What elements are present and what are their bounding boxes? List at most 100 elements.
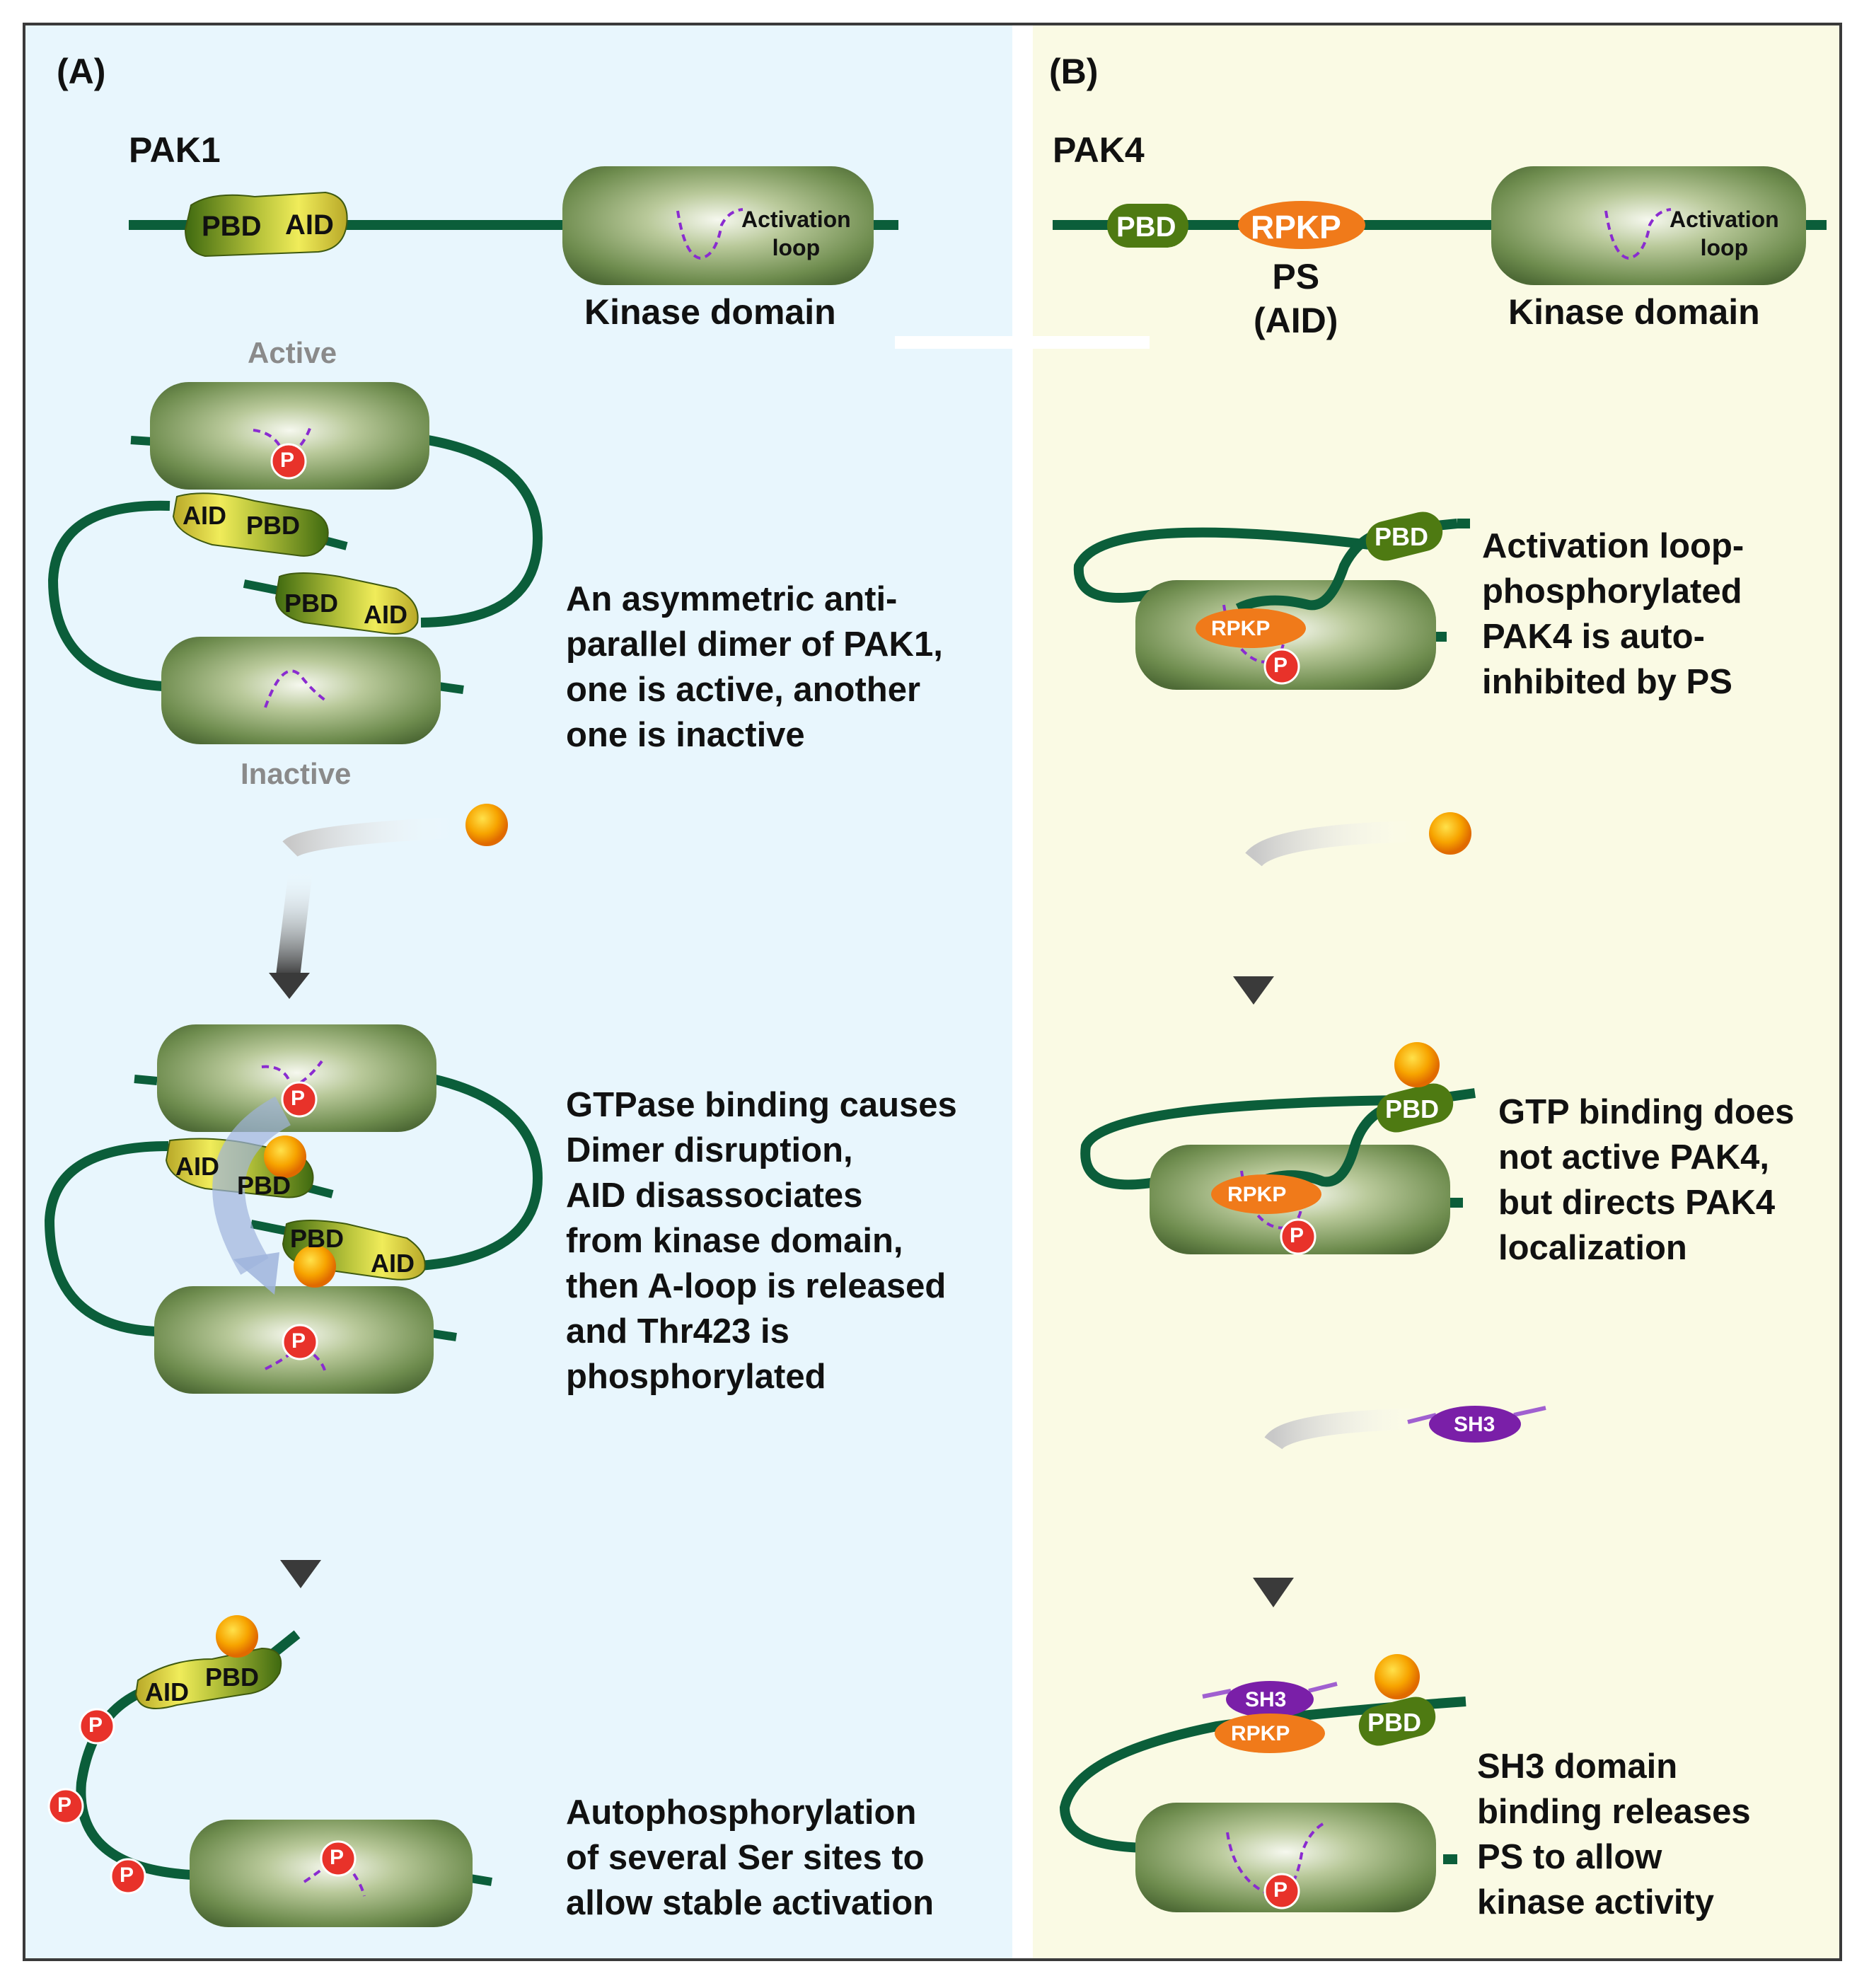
phospho-circle xyxy=(281,1081,318,1118)
released-rpkp-label: RPKP xyxy=(1231,1722,1290,1745)
pak1-kinase-domain-label: Kinase domain xyxy=(584,292,836,332)
phospho-label: P xyxy=(1290,1224,1304,1247)
pak4-title: PAK4 xyxy=(1053,130,1145,170)
dimer-aid-pbd-top xyxy=(172,492,329,557)
phospho-circle xyxy=(320,1840,357,1877)
pak4-autoinhib-rpkp xyxy=(1196,608,1306,648)
pak4-activation-loop-label: Activation loop xyxy=(1670,207,1779,260)
step3-description-a: Autophosphorylation of several Ser sites… xyxy=(566,1793,934,1922)
phospho-circle xyxy=(270,443,307,480)
pak1-pbd-aid-domain xyxy=(184,191,348,258)
panel-b-label: (B) xyxy=(1049,52,1099,91)
release-curved-arrow xyxy=(212,1096,291,1275)
phospho-label: P xyxy=(1273,1878,1288,1902)
pak4-rpkp-domain xyxy=(1238,201,1365,249)
pak4-released-rpkp xyxy=(1215,1714,1325,1753)
sh3-tails xyxy=(1407,1406,1546,1424)
phospho-label: P xyxy=(88,1714,103,1737)
gtp-dimer-chain-left xyxy=(44,1141,169,1336)
active-label: Active xyxy=(248,336,337,369)
pak1-activation-loop-label: Activation loop xyxy=(741,207,851,260)
gtp-aid-label-2: AID xyxy=(371,1249,415,1278)
sh3-free xyxy=(1429,1406,1521,1443)
phospho-circle xyxy=(1263,648,1300,685)
pak4-pbd-domain xyxy=(1107,204,1188,248)
phospho-circle xyxy=(1263,1873,1300,1909)
panel-b-background xyxy=(1033,25,1839,1958)
inactive-label: Inactive xyxy=(241,757,352,790)
gtpase-ball xyxy=(294,1245,336,1288)
gtp-aid-label: AID xyxy=(175,1152,219,1181)
panel-a-background xyxy=(25,25,1012,1958)
arrow-head xyxy=(269,973,310,999)
phospho-circle xyxy=(79,1708,115,1745)
dimer-aid-label: AID xyxy=(183,501,226,530)
gtpase-ball xyxy=(1375,1654,1420,1699)
step1-description-a: An asymmetric anti- parallel dimer of PA… xyxy=(566,580,943,754)
pak4-kinase-domain-label: Kinase domain xyxy=(1508,292,1760,332)
gtp-pbd-label-b: PBD xyxy=(1385,1094,1440,1123)
phospho-circle xyxy=(282,1324,318,1360)
gtp-dimer-chain-right xyxy=(410,1074,543,1271)
dimer-pbd-label: PBD xyxy=(246,511,301,540)
active-kinase-domain xyxy=(150,382,429,490)
active-chain-nterm xyxy=(269,1630,301,1658)
pak1-activation-loop xyxy=(676,208,743,260)
released-pbd-label: PBD xyxy=(1367,1708,1422,1737)
pak4-released-chain xyxy=(1059,1697,1466,1853)
pak4-released-loop xyxy=(1226,1822,1324,1898)
active-aid-pbd xyxy=(134,1647,282,1709)
gtpase-ball xyxy=(264,1135,306,1178)
pak4-rpkp-label: RPKP xyxy=(1251,209,1341,245)
pak1-title: PAK1 xyxy=(129,130,221,170)
dimer-pbd-label-2: PBD xyxy=(284,589,339,618)
gtp-dimer-chain-segment xyxy=(432,1329,457,1341)
phospho-label: P xyxy=(291,1087,306,1110)
pak4-gtp-rpkp xyxy=(1211,1174,1321,1214)
arrow-head xyxy=(1233,976,1274,1005)
pak1-kinase-domain xyxy=(562,166,874,285)
pak4-ps-aid-label: PS (AID) xyxy=(1254,257,1338,340)
active-chain-cterm xyxy=(470,1874,492,1886)
step1-description-b: Activation loop- phosphorylated PAK4 is … xyxy=(1482,527,1744,701)
phospho-circle xyxy=(47,1788,84,1825)
gtpase-ball xyxy=(1394,1042,1440,1087)
phospho-markers xyxy=(47,443,1317,1909)
pak4-gtp-pbd xyxy=(1376,1083,1454,1133)
sh3-free-label: SH3 xyxy=(1454,1413,1495,1436)
phospho-label: P xyxy=(57,1793,72,1817)
phospho-circle xyxy=(1280,1218,1317,1255)
sh3-bound-label: SH3 xyxy=(1245,1688,1287,1711)
dimer-chain-top-nterm xyxy=(130,436,153,446)
autoinhib-rpkp-label: RPKP xyxy=(1211,617,1271,640)
panel-a-label: (A) xyxy=(57,52,106,91)
step2-description-b: GTP binding does not active PAK4, but di… xyxy=(1498,1093,1795,1267)
dimer-chain-segment xyxy=(243,579,281,595)
gtpase-ball xyxy=(216,1615,258,1658)
phospho-label: P xyxy=(1273,654,1288,677)
gtp-pbd-label: PBD xyxy=(237,1171,291,1200)
phospho-label: P xyxy=(280,449,295,472)
pak4-autoinhib-pbd xyxy=(1365,512,1443,561)
gtpase-ball xyxy=(465,804,508,846)
gtp-dimer-chain-segment xyxy=(250,1220,288,1235)
dimer-chain-cterm xyxy=(438,682,464,694)
arrow-head xyxy=(1253,1578,1294,1607)
autoinhib-pbd-label: PBD xyxy=(1375,522,1429,551)
arrow-tail xyxy=(282,817,453,857)
dimer-pbd-aid-bottom xyxy=(274,572,419,635)
gtp-dimer-chain xyxy=(134,1075,158,1085)
release-arrow-head xyxy=(233,1252,279,1295)
pak4-gtp-chain-b xyxy=(1249,1088,1476,1190)
pak4-released-pbd xyxy=(1358,1697,1436,1746)
inactive-kinase-domain xyxy=(161,637,441,744)
pak4-pbd-label: PBD xyxy=(1116,212,1176,243)
arrow-tail xyxy=(1245,821,1416,867)
phospho-label: P xyxy=(330,1846,345,1869)
phospho-label: P xyxy=(291,1329,306,1353)
arrow-tail xyxy=(1264,1408,1423,1450)
sh3-bound xyxy=(1226,1681,1314,1718)
pak1-aid-label: AID xyxy=(285,209,334,241)
pak4-activation-loop xyxy=(1604,208,1672,260)
